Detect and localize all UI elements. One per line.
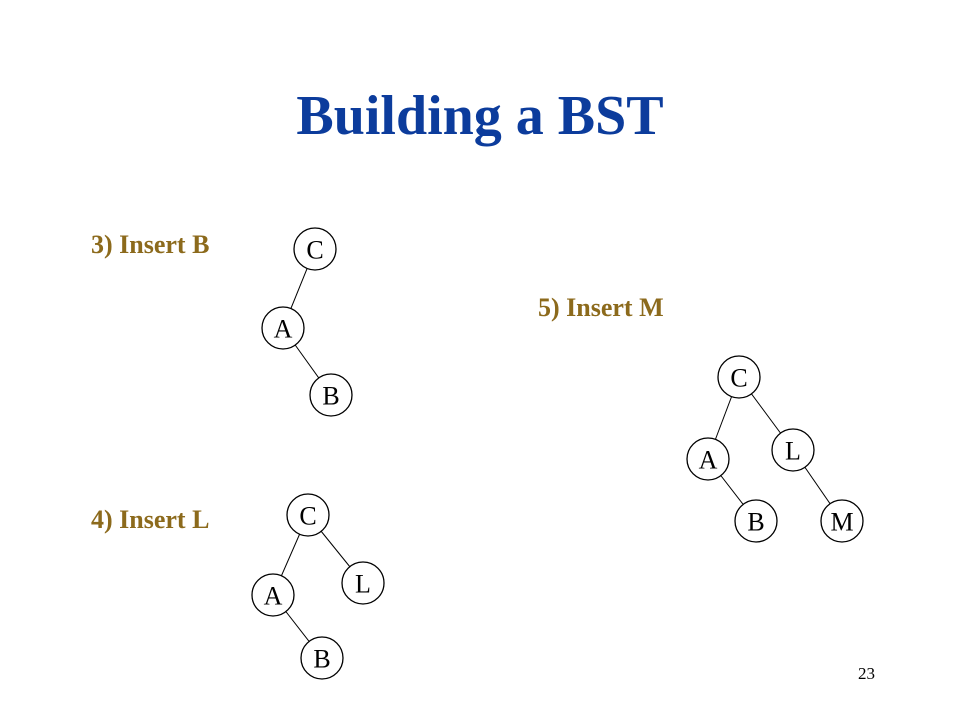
node-label: C (730, 364, 747, 393)
tree-node: A (261, 306, 305, 350)
node-label: B (322, 382, 339, 411)
node-label: A (264, 582, 283, 611)
tree-node: C (293, 227, 337, 271)
node-label: M (830, 508, 853, 537)
node-circle (309, 373, 353, 417)
node-label: B (313, 645, 330, 674)
slide-title: Building a BST (296, 85, 664, 147)
node-circle (293, 227, 337, 271)
page-number: 23 (858, 664, 875, 683)
node-label: L (785, 437, 801, 466)
node-circle (717, 355, 761, 399)
node-circle (734, 499, 778, 543)
node-circle (820, 499, 864, 543)
node-label: A (274, 315, 293, 344)
node-label: L (355, 570, 371, 599)
node-circle (286, 493, 330, 537)
node-circle (771, 428, 815, 472)
node-label: A (699, 446, 718, 475)
node-label: B (747, 508, 764, 537)
node-circle (251, 573, 295, 617)
tree-node: L (771, 428, 815, 472)
tree-node: A (686, 437, 730, 481)
node-label: C (306, 236, 323, 265)
tree-node: A (251, 573, 295, 617)
tree-node: L (341, 561, 385, 605)
node-circle (261, 306, 305, 350)
step-label-insert-l: 4) Insert L (91, 505, 210, 534)
node-circle (341, 561, 385, 605)
tree-insert-b: C A B (261, 227, 353, 417)
tree-node: B (309, 373, 353, 417)
node-circle (300, 636, 344, 680)
step-label-insert-m: 5) Insert M (538, 293, 664, 322)
tree-insert-l: C A L B (251, 493, 385, 680)
tree-node: M (820, 499, 864, 543)
node-circle (686, 437, 730, 481)
tree-node: B (734, 499, 778, 543)
tree-node: C (717, 355, 761, 399)
step-label-insert-b: 3) Insert B (91, 230, 210, 259)
tree-node: C (286, 493, 330, 537)
tree-node: B (300, 636, 344, 680)
tree-insert-m: C A L B M (686, 355, 864, 543)
node-label: C (299, 502, 316, 531)
